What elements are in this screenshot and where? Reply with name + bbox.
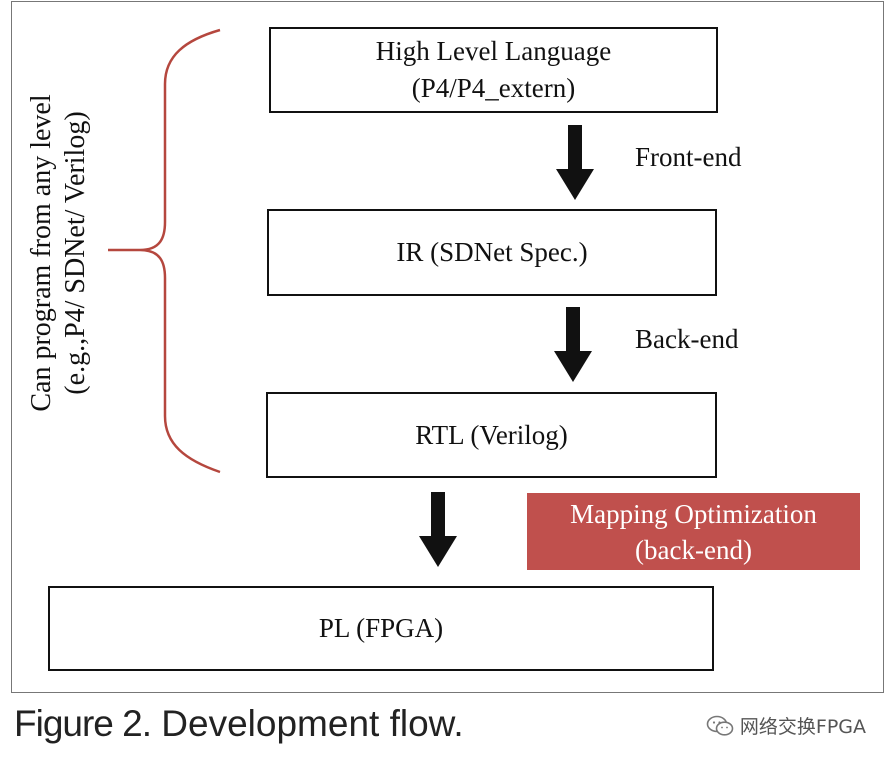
box-rtl: RTL (Verilog) xyxy=(266,392,717,478)
box-high-level-language: High Level Language (P4/P4_extern) xyxy=(269,27,718,113)
arrow-down-icon xyxy=(556,125,594,200)
side-note: Can program from any level (e.g.,P4/ SDN… xyxy=(25,43,107,463)
box-hll-title: High Level Language xyxy=(375,36,612,66)
figure-caption: Figure 2. Development flow. xyxy=(14,701,464,747)
mapping-optimization-box: Mapping Optimization (back-end) xyxy=(527,493,860,570)
arrow-down-icon xyxy=(419,492,457,567)
box-hll-subtitle: (P4/P4_extern) xyxy=(411,73,576,103)
wechat-icon xyxy=(706,715,734,736)
side-note-line2: (e.g.,P4/ SDNet/ Verilog) xyxy=(60,111,91,395)
mapping-title: Mapping Optimization xyxy=(570,498,817,529)
figure-number: Figure 2. xyxy=(14,703,152,744)
figure-frame xyxy=(11,1,884,693)
box-ir: IR (SDNet Spec.) xyxy=(267,209,717,296)
side-note-line1: Can program from any level xyxy=(26,94,57,412)
mapping-subtitle: (back-end) xyxy=(635,534,752,565)
box-pl: PL (FPGA) xyxy=(48,586,714,671)
box-pl-label: PL (FPGA) xyxy=(318,613,444,643)
arrow-down-icon xyxy=(554,307,592,382)
curly-brace-icon xyxy=(108,28,221,474)
front-end-label: Front-end xyxy=(635,142,742,172)
box-ir-label: IR (SDNet Spec.) xyxy=(396,237,588,267)
watermark-text: 网络交换FPGA xyxy=(739,716,866,738)
figure-caption-text: Development flow. xyxy=(151,703,464,744)
box-rtl-label: RTL (Verilog) xyxy=(415,419,568,450)
watermark: 网络交换FPGA xyxy=(706,712,866,739)
back-end-label: Back-end xyxy=(635,324,739,354)
